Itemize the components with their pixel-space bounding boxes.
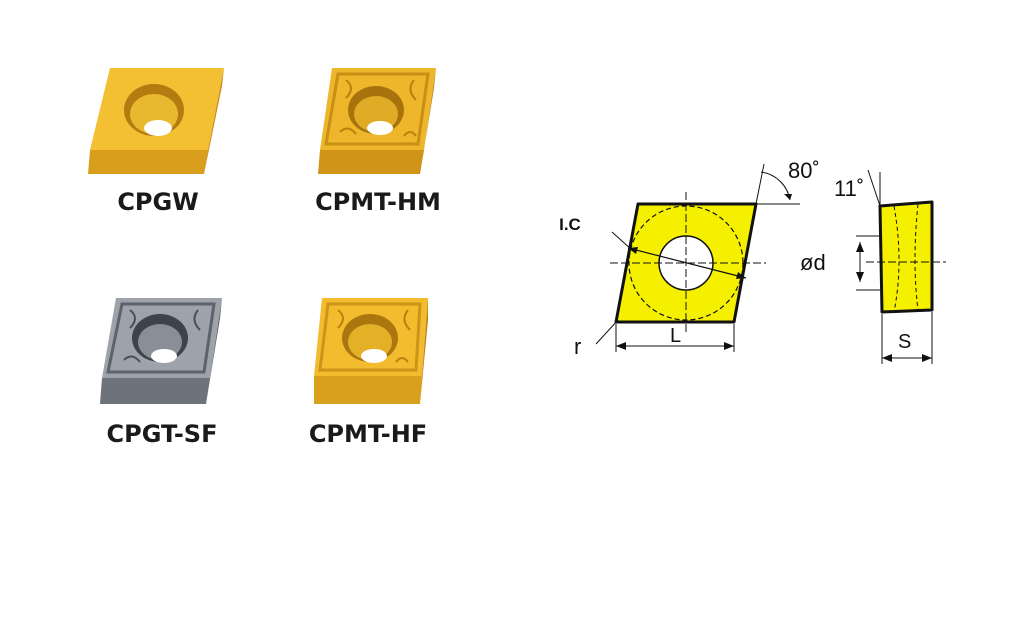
insert-cpmt-hf bbox=[312, 296, 430, 408]
radius-label: r bbox=[574, 334, 581, 359]
insert-label-cpgw: CPGW bbox=[117, 188, 199, 216]
insert-cpgw bbox=[88, 66, 228, 178]
insert-dimension-diagram: d/I.C 80˚ r L 11˚ ød S bbox=[560, 158, 946, 364]
insert-cpmt-hf-image bbox=[314, 298, 428, 404]
insert-cpgt-sf-image bbox=[100, 298, 222, 404]
insert-cpmt-hm bbox=[318, 66, 438, 178]
insert-label-cpmt-hf: CPMT-HF bbox=[308, 420, 428, 448]
clearance-label: 11˚ bbox=[834, 176, 864, 201]
thickness-label: S bbox=[898, 331, 911, 353]
angle-label: 80˚ bbox=[788, 158, 820, 183]
length-label: L bbox=[670, 325, 681, 347]
insert-cpgw-image bbox=[88, 68, 224, 174]
hole-label: ød bbox=[800, 250, 826, 275]
insert-label-cpgt-sf: CPGT-SF bbox=[106, 420, 218, 448]
ic-label: d/I.C bbox=[560, 215, 581, 234]
insert-side-view bbox=[878, 200, 934, 314]
insert-cpmt-hm-image bbox=[318, 68, 436, 174]
insert-label-cpmt-hm: CPMT-HM bbox=[315, 188, 441, 216]
insert-cpgt-sf bbox=[100, 296, 224, 408]
